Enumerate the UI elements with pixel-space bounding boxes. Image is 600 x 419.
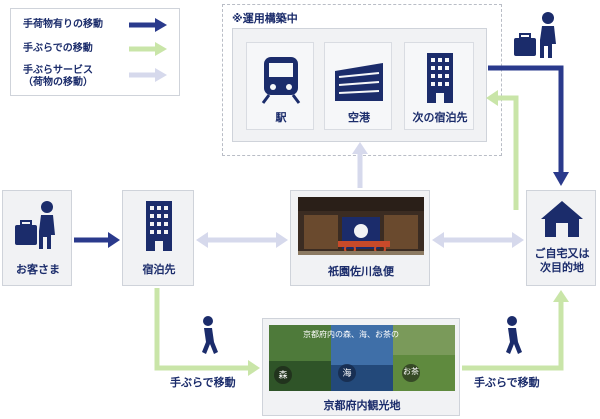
walking-person-icon	[202, 316, 218, 354]
traveler-with-luggage-icon	[514, 12, 556, 58]
arrow-sightseeing-to-home	[462, 290, 569, 371]
legend-item-hands-free: 手ぶらでの移動	[23, 43, 93, 54]
photo-badge-forest: 森	[278, 371, 288, 381]
node-customer: お客さま	[2, 190, 72, 286]
legend-item-service: 手ぶらサービス （荷物の移動）	[23, 65, 93, 88]
node-next-lodging-label: 次の宿泊先	[412, 111, 468, 124]
walk-label-right: 手ぶらで移動	[474, 376, 540, 389]
legend: 手荷物有りの移動 手ぶらでの移動 手ぶらサービス （荷物の移動）	[10, 8, 180, 96]
photo-badge-tea: お茶	[403, 367, 419, 376]
photo-caption: 京都府内の森、海、お茶の	[303, 330, 399, 339]
legend-arrows	[129, 18, 167, 82]
airport-building-icon	[335, 63, 383, 101]
node-customer-label: お客さま	[16, 263, 60, 276]
node-sightseeing-label: 京都府内観光地	[323, 399, 401, 412]
arrow-home-to-next-lodging	[486, 90, 519, 210]
arrow-customer-to-lodging	[74, 232, 120, 248]
arrow-lodging-gion	[196, 232, 288, 248]
node-gion-sagawa-label: 祇園佐川急便	[328, 265, 394, 278]
hotel-building-icon	[146, 201, 172, 251]
node-next-lodging: 次の宿泊先	[404, 42, 474, 130]
legend-arrow-green	[129, 42, 167, 56]
train-icon	[261, 57, 301, 104]
arrow-gion-to-transport	[352, 142, 368, 188]
node-sightseeing: 森 海 お茶 京都府内の森、海、お茶の 京都府内観光地	[262, 318, 460, 416]
sightseeing-photos	[269, 325, 455, 391]
photo-badge-sea: 海	[342, 369, 352, 379]
arrow-lodging-to-sightseeing	[154, 288, 260, 376]
node-station: 駅	[246, 42, 314, 130]
node-home: ご自宅又は 次目的地	[526, 190, 596, 286]
section-note: ※運用構築中	[232, 12, 298, 25]
node-lodging-label: 宿泊先	[142, 263, 176, 276]
node-gion-sagawa: 祇園佐川急便	[290, 190, 430, 286]
arrow-gion-home	[432, 232, 524, 248]
node-lodging: 宿泊先	[122, 190, 194, 286]
storefront-photo	[298, 197, 424, 255]
traveler-with-luggage-icon	[15, 201, 55, 249]
hotel-building-icon	[427, 53, 453, 103]
node-airport-label: 空港	[348, 111, 370, 124]
house-icon	[541, 201, 583, 237]
node-airport: 空港	[324, 42, 392, 130]
arrow-next-lodging-to-home	[488, 65, 569, 186]
node-home-label: ご自宅又は 次目的地	[534, 247, 590, 274]
legend-item-luggage: 手荷物有りの移動	[23, 19, 103, 30]
walking-person-icon	[506, 316, 522, 354]
walk-label-left: 手ぶらで移動	[170, 376, 236, 389]
legend-arrow-dark	[129, 18, 167, 32]
legend-arrow-lavender	[129, 68, 167, 82]
node-station-label: 駅	[275, 111, 287, 124]
